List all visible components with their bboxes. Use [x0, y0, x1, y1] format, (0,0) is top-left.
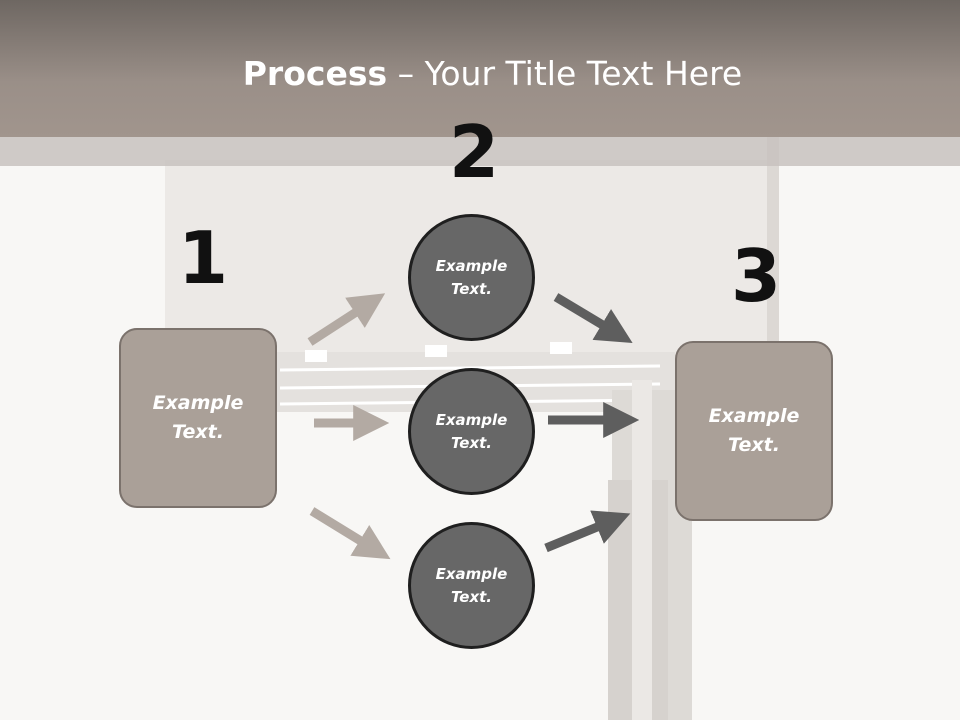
step-number-1: 1 — [178, 216, 229, 300]
arrow-top-to-3 — [553, 293, 633, 343]
arrow-1-to-bottom — [309, 507, 391, 560]
circle-middle: Example Text. — [408, 368, 535, 495]
step-number-3: 3 — [731, 234, 782, 318]
step-number-2: 2 — [449, 110, 500, 194]
arrow-1-to-top — [307, 293, 386, 346]
circle-top-text: Example Text. — [435, 256, 508, 298]
step-3-text: Example Text. — [708, 405, 800, 456]
circle-bottom: Example Text. — [408, 522, 535, 649]
step-1-box: Example Text. — [119, 328, 277, 508]
circle-middle-text: Example Text. — [435, 410, 508, 452]
title-rest: – Your Title Text Here — [387, 54, 743, 93]
slide-title: Process – Your Title Text Here — [0, 54, 960, 93]
arrow-bottom-to-3 — [544, 510, 631, 553]
title-bar-band — [0, 137, 960, 166]
circle-top: Example Text. — [408, 214, 535, 341]
title-bar — [0, 0, 960, 137]
step-3-box: Example Text. — [675, 341, 833, 521]
step-1-text: Example Text. — [152, 392, 244, 443]
title-bold: Process — [242, 54, 388, 93]
circle-bottom-text: Example Text. — [435, 564, 508, 606]
